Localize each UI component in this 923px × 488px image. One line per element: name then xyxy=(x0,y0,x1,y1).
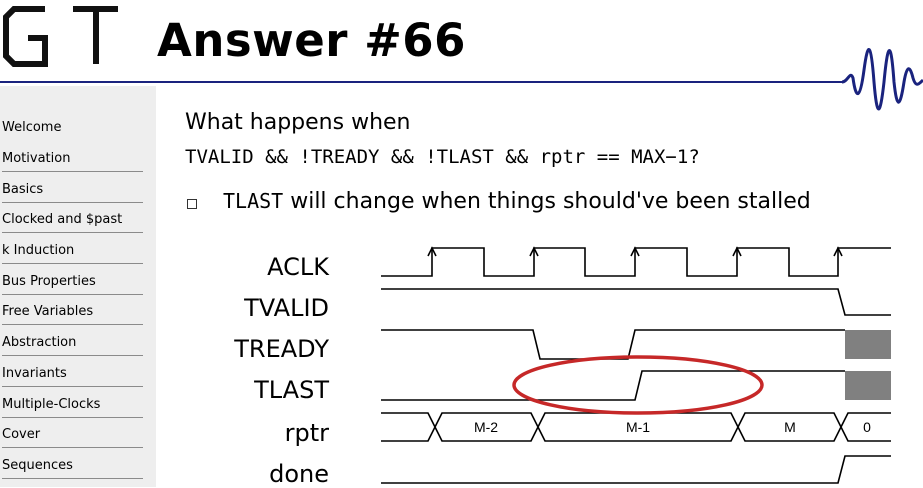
aclk-waveform xyxy=(381,247,891,277)
question-line-2: TVALID && !TREADY && !TLAST && rptr == M… xyxy=(185,146,700,168)
sidebar-item-label: Clocked and $past xyxy=(2,212,123,227)
sidebar-item-label: Motivation xyxy=(2,151,71,166)
signal-label-tready: TREADY xyxy=(234,335,329,363)
aclk-edge-arrows xyxy=(427,246,843,257)
sidebar-item-label: Multiple-Clocks xyxy=(2,397,101,412)
highlight-ellipse xyxy=(512,355,764,415)
tvalid-waveform xyxy=(381,288,891,316)
page-title: Answer #66 xyxy=(157,14,466,67)
signal-label-rptr: rptr xyxy=(284,419,329,447)
rptr-value-2: M xyxy=(784,419,796,435)
gt-logo-icon xyxy=(3,6,118,67)
tlast-unknown-region xyxy=(845,371,891,400)
sidebar-item-label: Basics xyxy=(2,182,44,197)
sidebar-item-label: Welcome xyxy=(2,120,62,135)
signal-label-tlast: TLAST xyxy=(254,376,329,404)
sidebar-item-abstraction[interactable]: Abstraction xyxy=(2,335,143,356)
sidebar-item-motivation[interactable]: Motivation xyxy=(2,151,143,172)
sidebar-item-label: Abstraction xyxy=(2,335,77,350)
rptr-bus xyxy=(381,412,891,442)
sidebar: Welcome Motivation Basics Clocked and $p… xyxy=(0,86,156,487)
rptr-value-3: 0 xyxy=(863,419,871,435)
rptr-value-0: M-2 xyxy=(474,419,498,435)
header-rule-wave-icon xyxy=(0,47,923,111)
sidebar-item-label: Sequences xyxy=(2,458,73,473)
sidebar-item-invariants[interactable]: Invariants xyxy=(2,366,143,387)
sidebar-item-free-variables[interactable]: Free Variables xyxy=(2,304,143,325)
tready-unknown-region xyxy=(845,330,891,359)
bullet-code: TLAST xyxy=(223,189,284,213)
bullet-square-icon xyxy=(187,199,197,209)
sidebar-item-multiple-clocks[interactable]: Multiple-Clocks xyxy=(2,397,143,418)
signal-label-aclk: ACLK xyxy=(267,253,329,281)
bullet-text: TLAST will change when things should've … xyxy=(223,189,811,214)
sidebar-item-label: Cover xyxy=(2,427,41,442)
header: Answer #66 xyxy=(0,0,923,111)
sidebar-item-clocked-and-past[interactable]: Clocked and $past xyxy=(2,212,143,233)
done-waveform xyxy=(381,455,891,484)
tlast-waveform xyxy=(381,370,845,401)
sidebar-item-cover[interactable]: Cover xyxy=(2,427,143,448)
sidebar-item-label: Invariants xyxy=(2,366,67,381)
sidebar-item-k-induction[interactable]: k Induction xyxy=(2,243,143,264)
bullet-rest: will change when things should've been s… xyxy=(283,189,811,214)
sidebar-item-label: Free Variables xyxy=(2,304,94,319)
sidebar-item-label: k Induction xyxy=(2,243,75,258)
sidebar-item-basics[interactable]: Basics xyxy=(2,182,143,203)
sidebar-item-label: Bus Properties xyxy=(2,274,96,289)
rptr-value-1: M-1 xyxy=(626,419,650,435)
signal-label-tvalid: TVALID xyxy=(244,294,329,322)
sidebar-item-welcome[interactable]: Welcome xyxy=(2,120,143,136)
signal-label-done: done xyxy=(269,460,329,488)
tready-waveform xyxy=(381,329,845,360)
sidebar-item-sequences[interactable]: Sequences xyxy=(2,458,143,479)
question-line-1: What happens when xyxy=(185,110,411,135)
sidebar-item-bus-properties[interactable]: Bus Properties xyxy=(2,274,143,295)
